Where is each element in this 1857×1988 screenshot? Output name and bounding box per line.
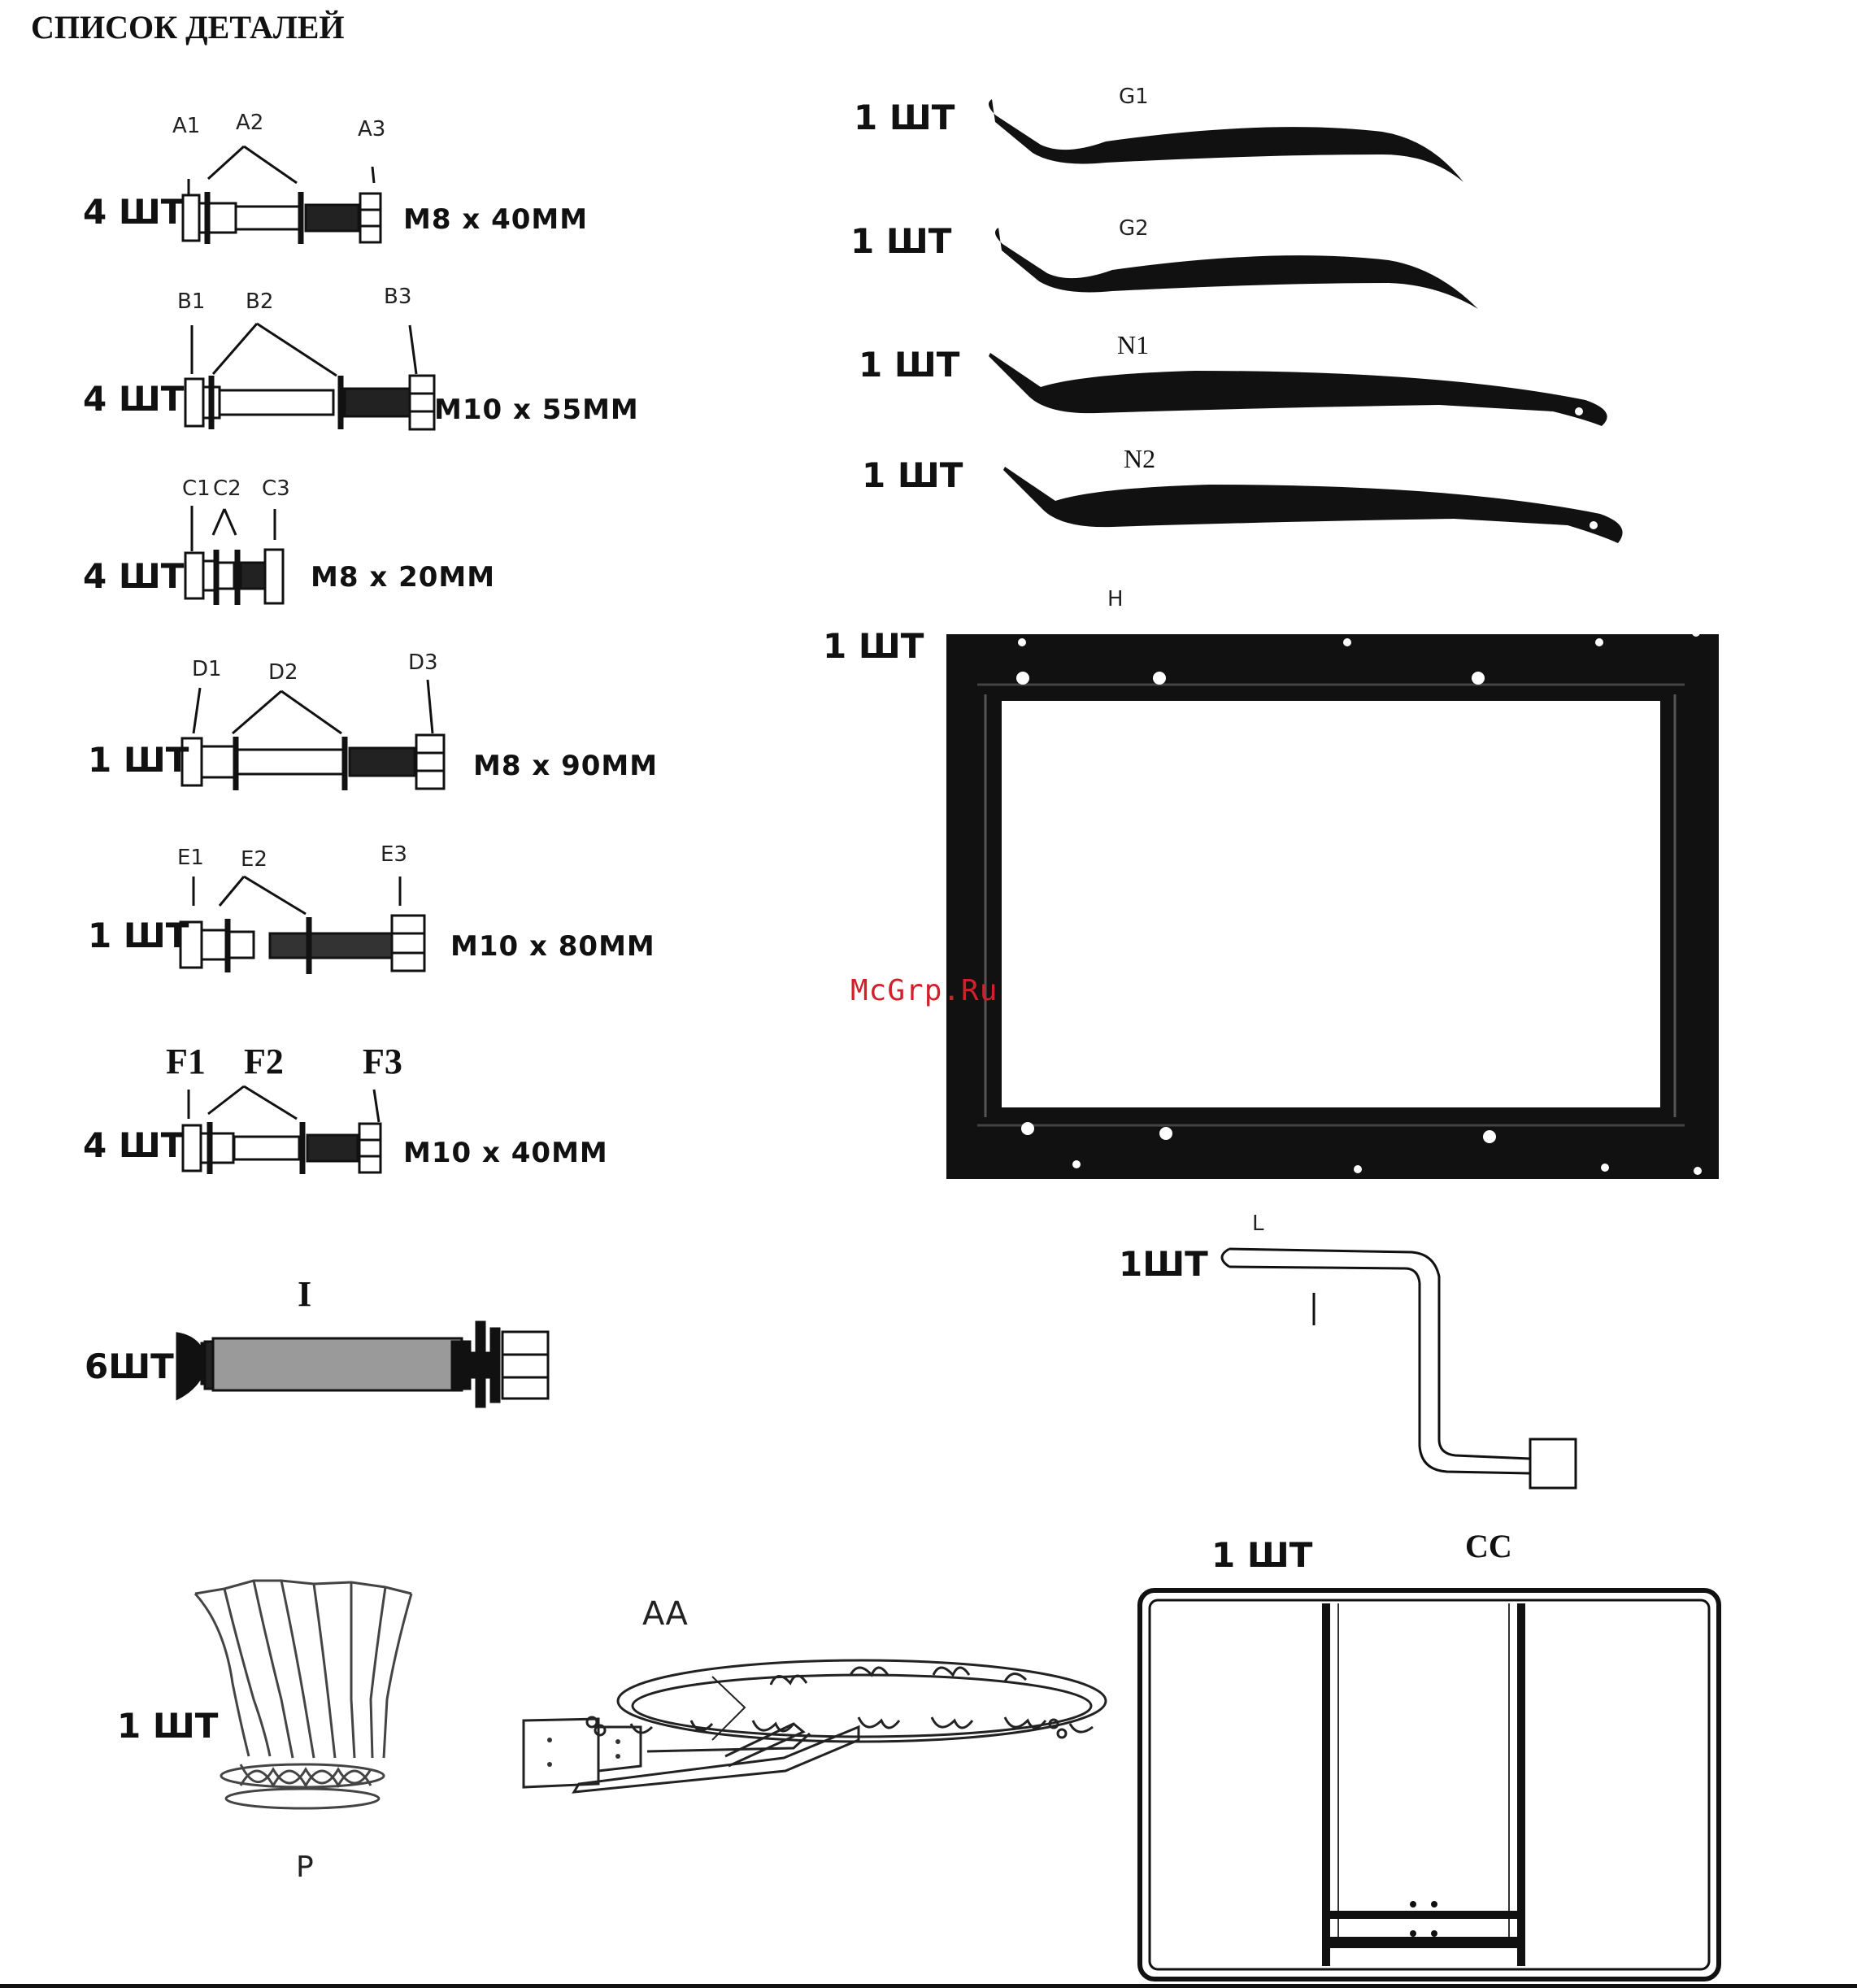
bolt-b-size: M10 x 55MM <box>434 394 639 426</box>
bolt-a-quantity: 4 ШТ <box>83 192 184 232</box>
bolt-b-label-3: B3 <box>384 285 411 309</box>
bolt-c-drawing <box>180 504 294 610</box>
bolt-d-label-3: D3 <box>408 650 438 675</box>
brace-n2-drawing <box>998 455 1633 553</box>
bolt-f-size: M10 x 40MM <box>403 1137 608 1169</box>
bolt-a-label-2: A2 <box>236 111 263 135</box>
bolt-b-label-2: B2 <box>246 289 273 314</box>
bolt-d-quantity: 1 ШТ <box>88 740 189 780</box>
bolt-b-drawing <box>174 317 442 439</box>
frame-label: H <box>1107 587 1124 611</box>
frame-drawing <box>945 621 1722 1181</box>
bolt-e-label-3: E3 <box>381 842 407 867</box>
bolt-c-label-1: C1 <box>182 476 211 501</box>
crank-label: L <box>1252 1212 1264 1236</box>
bolt-b-quantity: 4 ШТ <box>83 379 184 419</box>
frame-quantity: 1 ШТ <box>823 626 924 666</box>
bolt-d-label-1: D1 <box>192 657 222 681</box>
crank-quantity: 1ШТ <box>1119 1244 1208 1284</box>
spacer-drawing <box>169 1309 559 1415</box>
crank-drawing <box>1203 1244 1610 1488</box>
brace-g1-drawing <box>976 89 1480 195</box>
brace-g1-quantity: 1 ШТ <box>854 98 955 137</box>
backboard-drawing <box>1137 1586 1724 1984</box>
bolt-f-drawing <box>171 1081 415 1187</box>
bottom-rule <box>0 1984 1857 1988</box>
bolt-d-drawing <box>176 680 452 794</box>
bolt-c-label-2: C2 <box>213 476 241 501</box>
rim-drawing <box>517 1642 1102 1813</box>
brace-n2-quantity: 1 ШТ <box>862 455 963 495</box>
bolt-c-label-3: C3 <box>262 476 290 501</box>
page-title: СПИСОК ДЕТАЛЕЙ <box>31 8 345 46</box>
bolt-c-quantity: 4 ШТ <box>83 556 184 596</box>
spacer-quantity: 6ШТ <box>85 1346 174 1386</box>
bolt-f-quantity: 4 ШТ <box>83 1125 184 1165</box>
bolt-a-label-1: A1 <box>172 114 200 138</box>
backboard-label: CC <box>1465 1527 1512 1565</box>
bolt-d-size: M8 x 90MM <box>473 750 658 782</box>
bolt-a-drawing <box>171 138 415 244</box>
net-label: P <box>296 1851 314 1884</box>
brace-g2-quantity: 1 ШТ <box>850 221 951 261</box>
bolt-e-quantity: 1 ШТ <box>88 916 189 955</box>
bolt-e-drawing <box>176 868 444 982</box>
backboard-quantity: 1 ШТ <box>1211 1535 1312 1575</box>
brace-g2-drawing <box>982 218 1486 324</box>
bolt-f-label-3: F3 <box>363 1041 402 1082</box>
brace-n1-drawing <box>984 341 1618 439</box>
bolt-a-size: M8 x 40MM <box>403 203 588 236</box>
bolt-b-label-1: B1 <box>177 289 205 314</box>
brace-n1-quantity: 1 ШТ <box>859 345 959 385</box>
bolt-c-size: M8 x 20MM <box>311 561 495 594</box>
watermark: McGrp.Ru <box>850 974 998 1007</box>
rim-label: AA <box>642 1595 688 1633</box>
bolt-f-label-2: F2 <box>244 1041 284 1082</box>
net-drawing <box>192 1577 428 1821</box>
bolt-e-label-1: E1 <box>177 846 204 870</box>
bolt-f-label-1: F1 <box>166 1041 206 1082</box>
bolt-e-size: M10 x 80MM <box>450 930 655 963</box>
